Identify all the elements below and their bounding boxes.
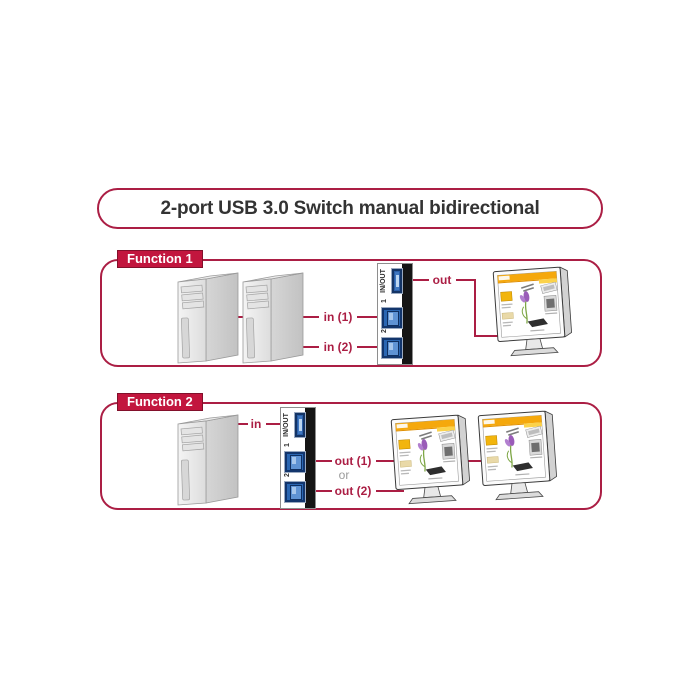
monitor-stand xyxy=(408,486,457,505)
label-or: or xyxy=(338,468,350,482)
computer-tower-1 xyxy=(177,272,239,364)
drive-bays xyxy=(180,284,205,310)
port-label-1: 1 xyxy=(284,443,291,447)
computer-tower-2 xyxy=(242,272,304,364)
webpage-content xyxy=(395,419,456,480)
monitor-stand xyxy=(510,338,559,357)
port-label-2: 2 xyxy=(284,473,291,477)
function2-label: Function 2 xyxy=(117,393,203,411)
port-label-inout: IN/OUT xyxy=(283,413,290,437)
usb-b-port-2[interactable] xyxy=(381,337,403,359)
port-label-1: 1 xyxy=(381,299,388,303)
label-in2: in (2) xyxy=(323,340,353,354)
port-label-2: 2 xyxy=(381,329,388,333)
function1-panel xyxy=(100,259,602,367)
front-vent-strip xyxy=(181,459,190,501)
usb-switch-f1: IN/OUT 1 2 xyxy=(377,263,413,365)
label-out: out xyxy=(432,273,452,287)
drive-bays xyxy=(180,426,205,452)
label-out1: out (1) xyxy=(334,454,372,468)
front-vent-strip xyxy=(181,317,190,359)
switch-side-panel xyxy=(402,264,412,364)
port-label-inout: IN/OUT xyxy=(380,269,387,293)
usb-a-port-inout[interactable] xyxy=(391,268,403,294)
webpage-content xyxy=(482,415,543,476)
label-out2: out (2) xyxy=(334,484,372,498)
monitor-f2-2 xyxy=(477,410,558,501)
function1-label: Function 1 xyxy=(117,250,203,268)
usb-b-port-2[interactable] xyxy=(284,481,306,503)
title-banner: 2-port USB 3.0 Switch manual bidirection… xyxy=(97,188,603,229)
function2-panel xyxy=(100,402,602,510)
page-title: 2-port USB 3.0 Switch manual bidirection… xyxy=(160,197,540,219)
computer-tower-3 xyxy=(177,414,239,506)
monitor-f2-1 xyxy=(390,414,471,505)
label-in: in xyxy=(250,417,262,431)
usb-b-port-1[interactable] xyxy=(284,451,306,473)
usb-a-port-inout[interactable] xyxy=(294,412,306,438)
front-vent-strip xyxy=(246,317,255,359)
usb-switch-f2: IN/OUT 1 2 xyxy=(280,407,316,509)
webpage-content xyxy=(497,271,558,332)
drive-bays xyxy=(245,284,270,310)
usb-b-port-1[interactable] xyxy=(381,307,403,329)
switch-side-panel xyxy=(305,408,315,508)
monitor-f1 xyxy=(492,266,573,357)
label-in1: in (1) xyxy=(323,310,353,324)
monitor-stand xyxy=(495,482,544,501)
